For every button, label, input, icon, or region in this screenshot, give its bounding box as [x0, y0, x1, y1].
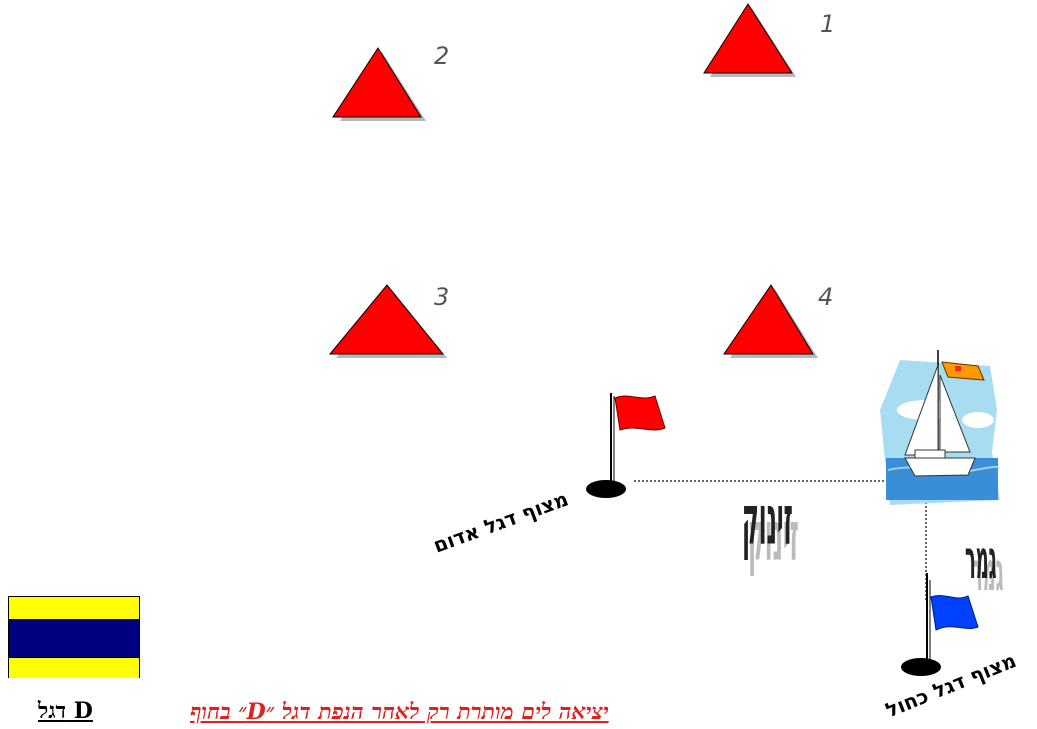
finish-label-shadow: גמר [972, 542, 1004, 604]
buoy-1 [703, 3, 796, 77]
buoy-3-number: 3 [434, 283, 450, 311]
start-label-shadow: זינוק [748, 495, 799, 576]
buoy-1-number: 1 [820, 10, 836, 38]
flag-d-icon [8, 596, 140, 678]
blue-flag-icon [901, 573, 979, 676]
buoy-4 [723, 284, 818, 358]
sailboat-icon [880, 350, 1000, 505]
rule-text: יציאה לים מותרת רק לאחר הנפת דגל ״D״ בחו… [190, 699, 609, 725]
start-label: זינוק [742, 479, 793, 560]
buoy-3 [328, 284, 447, 358]
buoy-4-number: 4 [818, 283, 834, 311]
flag-d-label: דגל D [38, 698, 93, 724]
finish-label: גמר [965, 530, 997, 592]
buoy-2-number: 2 [434, 42, 450, 70]
buoy-2 [332, 47, 426, 121]
red-flag-icon [586, 393, 666, 498]
